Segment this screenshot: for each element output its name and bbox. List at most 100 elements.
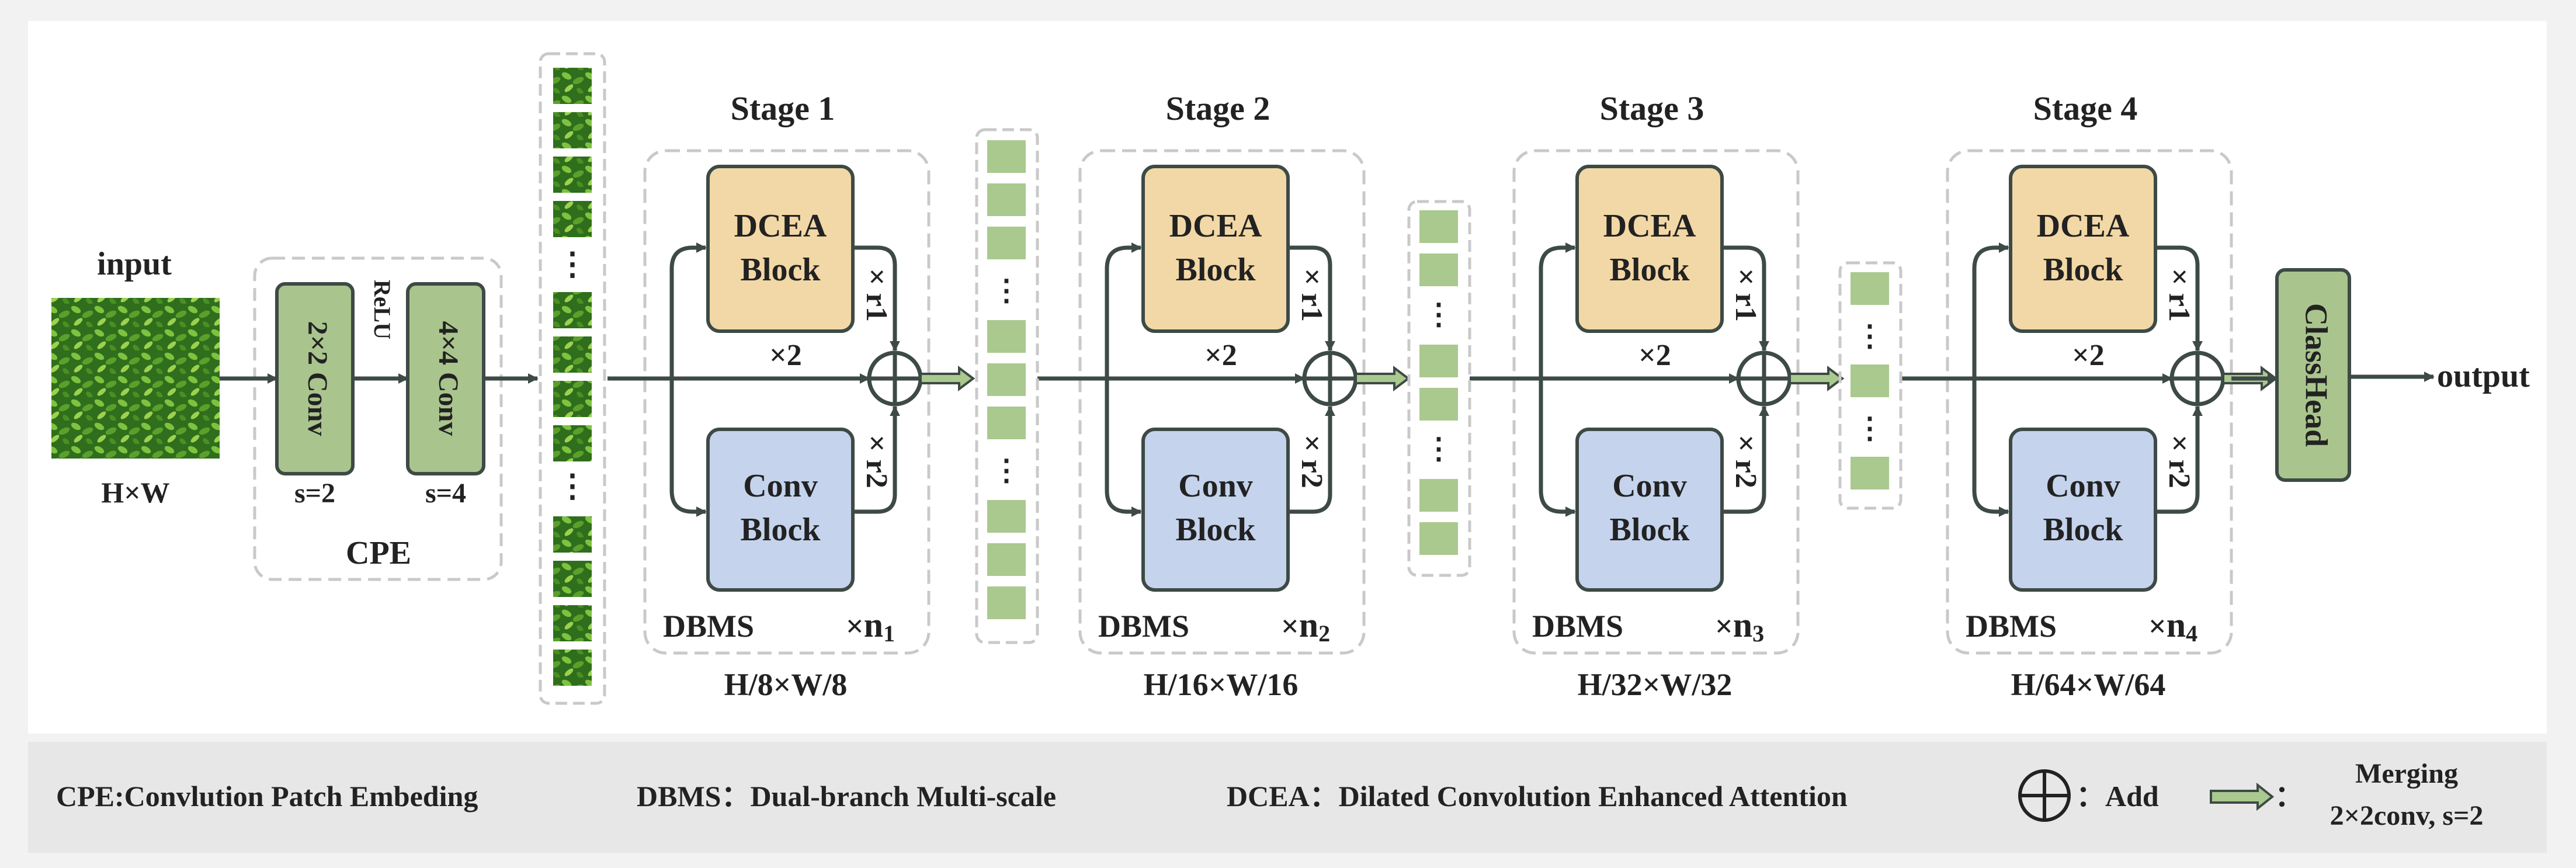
repeat-count: ×n3	[1715, 606, 1764, 647]
dcea-block-label: DCEA	[734, 208, 827, 244]
token-ellipsis: ⋮	[1424, 432, 1453, 465]
dcea-block	[1575, 165, 1724, 333]
branch-to-dcea	[1972, 242, 2009, 379]
dbms-label: DBMS	[663, 609, 754, 644]
token-column-3: ⋮ ⋮	[1838, 261, 1903, 510]
image-patch	[553, 381, 592, 417]
conv-block-label: Conv	[1612, 468, 1687, 504]
conv-block	[2009, 428, 2157, 592]
r1-label: × r1	[1295, 268, 1328, 322]
stage-dashed-box	[1512, 149, 1800, 655]
token-column-border	[1838, 261, 1903, 510]
image-patch	[553, 605, 592, 641]
token-column-1: ⋮ ⋮	[975, 128, 1039, 644]
add-icon	[1302, 350, 1358, 407]
cpe-label: CPE	[346, 535, 411, 571]
dcea-to-add	[853, 245, 900, 352]
classhead-label: ClassHead	[2299, 303, 2334, 447]
token-cell	[1419, 210, 1458, 243]
conv-to-add	[1288, 405, 1335, 514]
dcea-block	[706, 165, 855, 333]
token-cell	[1419, 522, 1458, 555]
dcea-to-add	[1288, 245, 1335, 352]
patch-ellipsis: ⋮	[557, 246, 588, 282]
conv-to-add	[1722, 405, 1769, 514]
stage-title: Stage 4	[2033, 89, 2138, 127]
dbms-label: DBMS	[1532, 609, 1623, 644]
cpe-conv1-label: 2×2 Conv	[302, 321, 333, 436]
patch-ellipsis: ⋮	[557, 468, 588, 504]
token-cell	[1419, 254, 1458, 286]
legend: CPE:Convlution Patch Embeding DBMS：Dual-…	[28, 742, 2547, 853]
conv-to-add	[2155, 405, 2203, 514]
dcea-block-label: Block	[2043, 252, 2124, 288]
add-icon	[2018, 769, 2071, 822]
branch-multiplier: ×2	[1204, 339, 1237, 372]
legend-dbms: DBMS：Dual-branch Multi-scale	[637, 780, 1056, 813]
legend-merging-desc: 2×2conv, s=2	[2330, 800, 2484, 831]
cpe-conv2-label: 4×4 Conv	[433, 321, 464, 436]
branch-multiplier: ×2	[2072, 339, 2105, 372]
merging-arrow-icon	[1355, 366, 1411, 391]
token-cell	[1419, 479, 1458, 512]
token-cell	[987, 183, 1026, 216]
stage-resolution: H/8×W/8	[724, 667, 848, 702]
token-cell	[1851, 272, 1889, 305]
branch-to-dcea	[669, 242, 707, 379]
conv-block-label: Block	[741, 512, 821, 548]
branch-to-conv	[1972, 379, 2009, 517]
cpe-activation: ReLU	[369, 280, 395, 339]
image-patch	[553, 157, 592, 193]
dcea-block	[1141, 165, 1290, 333]
legend-cpe: CPE:Convlution Patch Embeding	[56, 780, 478, 813]
token-ellipsis: ⋮	[992, 454, 1021, 487]
r1-label: × r1	[860, 268, 893, 322]
image-patch	[553, 336, 592, 373]
stage-dashed-box	[643, 149, 931, 655]
token-cell	[987, 543, 1026, 576]
legend-band	[28, 742, 2547, 853]
output-label: output	[2437, 358, 2530, 394]
dcea-block-label: Block	[741, 252, 821, 288]
stage-title: Stage 2	[1166, 89, 1270, 127]
image-patch	[553, 650, 592, 686]
branch-to-conv	[669, 379, 707, 517]
token-ellipsis: ⋮	[1855, 412, 1884, 445]
stage-dashed-box	[1946, 149, 2233, 655]
token-cell	[1851, 457, 1889, 489]
conv-block-label: Conv	[2046, 468, 2120, 504]
stage-dashed-box	[1078, 149, 1366, 655]
branch-to-dcea	[1105, 242, 1142, 379]
legend-merging-title: Merging	[2355, 758, 2458, 789]
image-patch	[553, 68, 592, 104]
branch-to-conv	[1539, 379, 1576, 517]
add-icon	[867, 350, 923, 407]
input-label: input	[97, 246, 172, 282]
token-ellipsis: ⋮	[992, 274, 1021, 307]
r2-label: × r2	[1729, 435, 1762, 488]
legend-merging-sep: ：	[2275, 780, 2304, 813]
input-section: input H×W	[51, 246, 220, 509]
conv-block-label: Block	[2043, 512, 2124, 548]
dcea-block-label: DCEA	[2037, 208, 2130, 244]
image-patch	[553, 112, 592, 148]
token-cell	[987, 586, 1026, 619]
legend-add: ：Add	[2076, 780, 2159, 813]
branch-multiplier: ×2	[769, 339, 802, 372]
merging-arrow-icon	[2210, 782, 2275, 811]
dbms-label: DBMS	[1966, 609, 2057, 644]
r2-label: × r2	[2162, 435, 2196, 488]
dcea-to-add	[1722, 245, 1769, 352]
stage-title: Stage 3	[1600, 89, 1704, 127]
token-cell	[1419, 388, 1458, 421]
token-cell	[987, 227, 1026, 259]
image-patch	[553, 292, 592, 328]
patch-column: ⋮ ⋮	[539, 52, 606, 705]
token-cell	[1419, 345, 1458, 377]
cpe-module: 2×2 Conv 4×4 Conv ReLU s=2 s=4 CPE	[220, 256, 539, 581]
add-icon	[1736, 350, 1792, 407]
merging-arrow-icon	[919, 366, 975, 391]
